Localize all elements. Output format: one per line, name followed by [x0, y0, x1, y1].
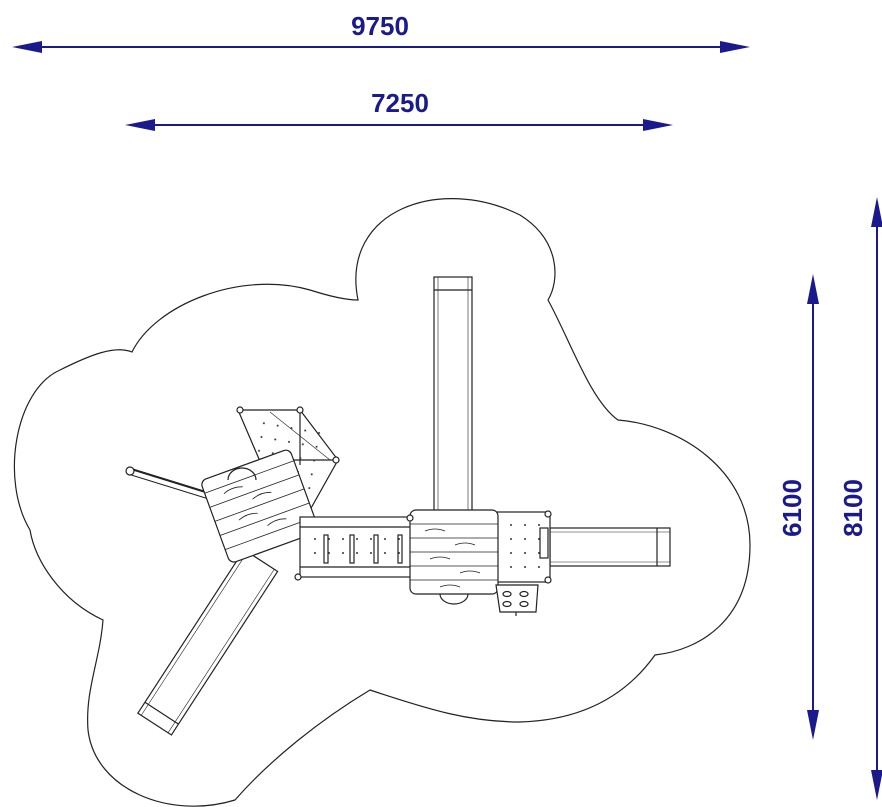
- step-disc: [439, 593, 469, 605]
- dimension-label-overall-width: 9750: [351, 11, 409, 41]
- central-bridge: [299, 516, 413, 578]
- dimension-label-overall-depth: 8100: [838, 479, 868, 537]
- right-platform: [493, 511, 551, 583]
- straight-slide-right: [549, 527, 671, 567]
- dimension-overall-depth: 8100: [838, 197, 882, 800]
- step-disc-left: [227, 467, 257, 481]
- dimension-overall-width: 9750: [12, 11, 750, 53]
- dimension-label-structure-depth: 6100: [777, 479, 807, 537]
- safety-zone-outline: [13, 198, 751, 807]
- log-wall-center: [409, 509, 499, 595]
- log-wall-left: [201, 449, 319, 563]
- posts: [236, 406, 552, 584]
- dimension-label-structure-width: 7250: [371, 88, 429, 118]
- straight-slide-top: [433, 276, 473, 513]
- dimension-structure-depth: 6100: [777, 274, 819, 740]
- climbing-steps: [495, 584, 539, 616]
- straight-slide-bottom-left: [137, 548, 279, 736]
- play-structure: [125, 276, 671, 736]
- fireman-pole: [125, 466, 213, 501]
- dimension-structure-width: 7250: [125, 88, 673, 131]
